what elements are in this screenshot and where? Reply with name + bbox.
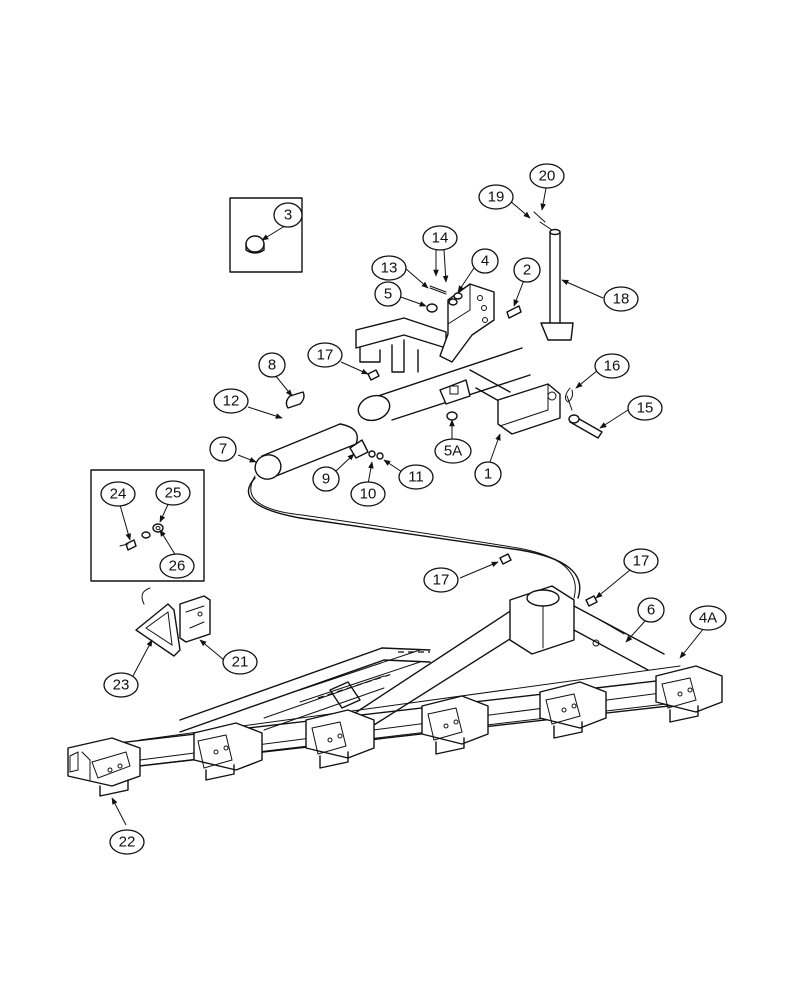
bracket-4 (421, 695, 489, 755)
callout-3: 3 (273, 202, 303, 228)
leader-lines (111, 187, 705, 826)
svg-text:16: 16 (604, 358, 621, 375)
svg-text:24: 24 (110, 486, 127, 503)
svg-text:15: 15 (637, 400, 654, 417)
callout-2: 2 (513, 257, 541, 283)
callout-23: 23 (103, 672, 139, 698)
svg-text:8: 8 (268, 357, 276, 374)
callout-26: 26 (159, 553, 195, 579)
svg-text:3: 3 (284, 207, 292, 224)
svg-text:5A: 5A (444, 443, 462, 460)
svg-text:26: 26 (169, 558, 186, 575)
svg-text:12: 12 (223, 393, 240, 410)
callout-4: 4 (471, 248, 499, 274)
svg-text:6: 6 (647, 602, 655, 619)
callout-21: 21 (222, 649, 258, 675)
callout-11: 11 (398, 464, 434, 490)
svg-text:22: 22 (119, 834, 136, 851)
callout-18: 18 (603, 286, 639, 312)
svg-text:23: 23 (113, 677, 130, 694)
svg-text:21: 21 (232, 654, 249, 671)
svg-text:20: 20 (539, 168, 556, 185)
reflector-bracket (135, 587, 211, 657)
svg-text:13: 13 (381, 260, 398, 277)
callout-9: 9 (312, 466, 340, 492)
hitch-assembly (355, 283, 603, 439)
svg-text:9: 9 (322, 471, 330, 488)
hydraulic-hose (247, 475, 581, 599)
callout-4a: 4A (689, 605, 727, 631)
grease-fittings-lower (499, 553, 598, 607)
callout-5a: 5A (434, 438, 472, 464)
callout-7: 7 (209, 436, 237, 462)
callout-22: 22 (109, 829, 145, 855)
svg-text:11: 11 (408, 469, 424, 486)
bracket-5 (539, 681, 607, 739)
callout-25: 25 (155, 480, 191, 506)
shank-brackets (67, 665, 723, 797)
bracket-1 (67, 737, 141, 797)
hitch-lever (533, 211, 574, 341)
callout-10: 10 (350, 481, 386, 507)
callout-17-upper: 17 (307, 342, 343, 368)
callout-19: 19 (478, 184, 514, 210)
callout-12: 12 (213, 388, 249, 414)
callout-24: 24 (100, 481, 136, 507)
callout-13: 13 (371, 255, 407, 281)
svg-text:17: 17 (317, 347, 334, 364)
bracket-6 (655, 665, 723, 723)
svg-text:14: 14 (432, 230, 449, 247)
callout-5: 5 (374, 281, 402, 307)
svg-text:5: 5 (384, 286, 392, 303)
svg-text:4: 4 (481, 253, 489, 270)
bracket-2 (193, 722, 263, 781)
callout-20: 20 (529, 163, 565, 189)
inset-part-3 (229, 197, 303, 273)
svg-text:2: 2 (523, 262, 531, 279)
callout-17-lower-right: 17 (623, 548, 659, 574)
svg-text:7: 7 (219, 441, 227, 458)
svg-text:1: 1 (484, 466, 492, 483)
callout-15: 15 (627, 395, 663, 421)
svg-text:10: 10 (360, 486, 377, 503)
svg-text:18: 18 (613, 291, 630, 308)
callout-6: 6 (637, 597, 665, 623)
svg-text:4A: 4A (699, 610, 717, 627)
inset-parts-24-26 (90, 469, 205, 582)
svg-text:19: 19 (488, 189, 505, 206)
bracket-3 (305, 709, 375, 769)
callout-14: 14 (422, 225, 458, 251)
svg-text:17: 17 (633, 553, 650, 570)
callout-8: 8 (258, 352, 286, 378)
svg-text:25: 25 (165, 485, 182, 502)
svg-text:17: 17 (433, 572, 450, 589)
callout-1: 1 (474, 461, 502, 487)
callout-17-lower-left: 17 (423, 567, 459, 593)
callout-16: 16 (594, 353, 630, 379)
